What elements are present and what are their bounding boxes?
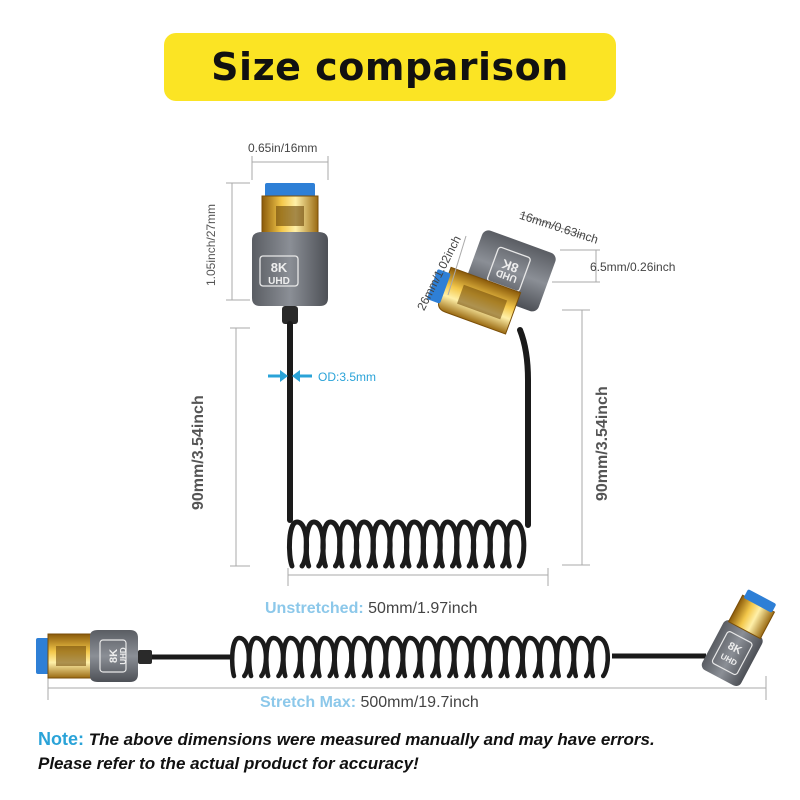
left-cable-length-label: 90mm/3.54inch xyxy=(190,395,207,510)
coil-loop xyxy=(486,635,508,679)
right-angled-connector: 8K UHD xyxy=(427,230,556,335)
badge-uhd-bottom-left: UHD xyxy=(119,647,128,665)
coil-loop xyxy=(435,635,457,679)
page-title: Size comparison xyxy=(211,45,569,89)
coil-loop xyxy=(229,635,252,679)
od-arrows xyxy=(268,370,312,382)
note-text-line1: The above dimensions were measured manua… xyxy=(88,730,655,749)
coil-loop xyxy=(571,635,593,679)
unstretched-label: Unstretched: xyxy=(265,600,364,617)
right-cable xyxy=(517,327,531,528)
coil-loop xyxy=(469,635,491,679)
coil-loop xyxy=(400,635,422,679)
coil-loop xyxy=(588,635,610,679)
stretch-max-value: 500mm/19.7inch xyxy=(360,694,479,711)
badge-8k-left: 8K xyxy=(271,260,288,275)
coil-loop xyxy=(349,635,371,679)
coil-loop xyxy=(503,635,525,679)
bottom-right-angled-connector: 8K UHD xyxy=(701,589,776,686)
unstretched-value: 50mm/1.97inch xyxy=(368,600,478,617)
stretch-max-label: Stretch Max: xyxy=(260,694,357,711)
note-text-line2: Please refer to the actual product for a… xyxy=(38,754,419,773)
coil-loop xyxy=(281,635,303,679)
coil-loop xyxy=(332,635,354,679)
coil-loop xyxy=(452,635,474,679)
stretch-max-caption: Stretch Max: 500mm/19.7inch xyxy=(260,694,479,712)
left-straight-connector xyxy=(252,183,328,324)
coil-loop xyxy=(554,635,576,679)
angled-thickness-label: 6.5mm/0.26inch xyxy=(590,260,676,274)
plug-width-label: 0.65in/16mm xyxy=(248,141,318,155)
coiled-cable-bottom xyxy=(229,635,610,679)
badge-uhd-left: UHD xyxy=(268,276,290,287)
unstretched-caption: Unstretched: 50mm/1.97inch xyxy=(265,600,478,618)
badge-8k-bottom-left: 8K xyxy=(108,649,120,663)
coil-loop xyxy=(520,635,542,679)
dimension-lines xyxy=(47,156,767,700)
coil-loop xyxy=(417,635,440,679)
note-label: Note: xyxy=(38,729,84,749)
coil-loop xyxy=(366,635,388,679)
coiled-cable-top xyxy=(286,519,527,569)
badge-8k-right: 8K xyxy=(499,256,520,276)
note-block: Note: The above dimensions were measured… xyxy=(38,727,778,776)
bottom-left-connector xyxy=(36,630,152,682)
coil-loop xyxy=(504,519,527,569)
coil-loop xyxy=(383,635,405,679)
coil-loop xyxy=(298,635,320,679)
coil-loop xyxy=(315,635,337,679)
coil-loop xyxy=(264,635,286,679)
coil-loop xyxy=(537,635,559,679)
od-label: OD:3.5mm xyxy=(318,370,377,384)
title-banner: Size comparison xyxy=(164,33,616,101)
badge-8k-bottom-right: 8K xyxy=(726,640,744,657)
plug-height-label: 1.05inch/27mm xyxy=(204,203,218,286)
coil-loop xyxy=(247,635,269,679)
right-cable-length-label: 90mm/3.54inch xyxy=(594,386,611,501)
